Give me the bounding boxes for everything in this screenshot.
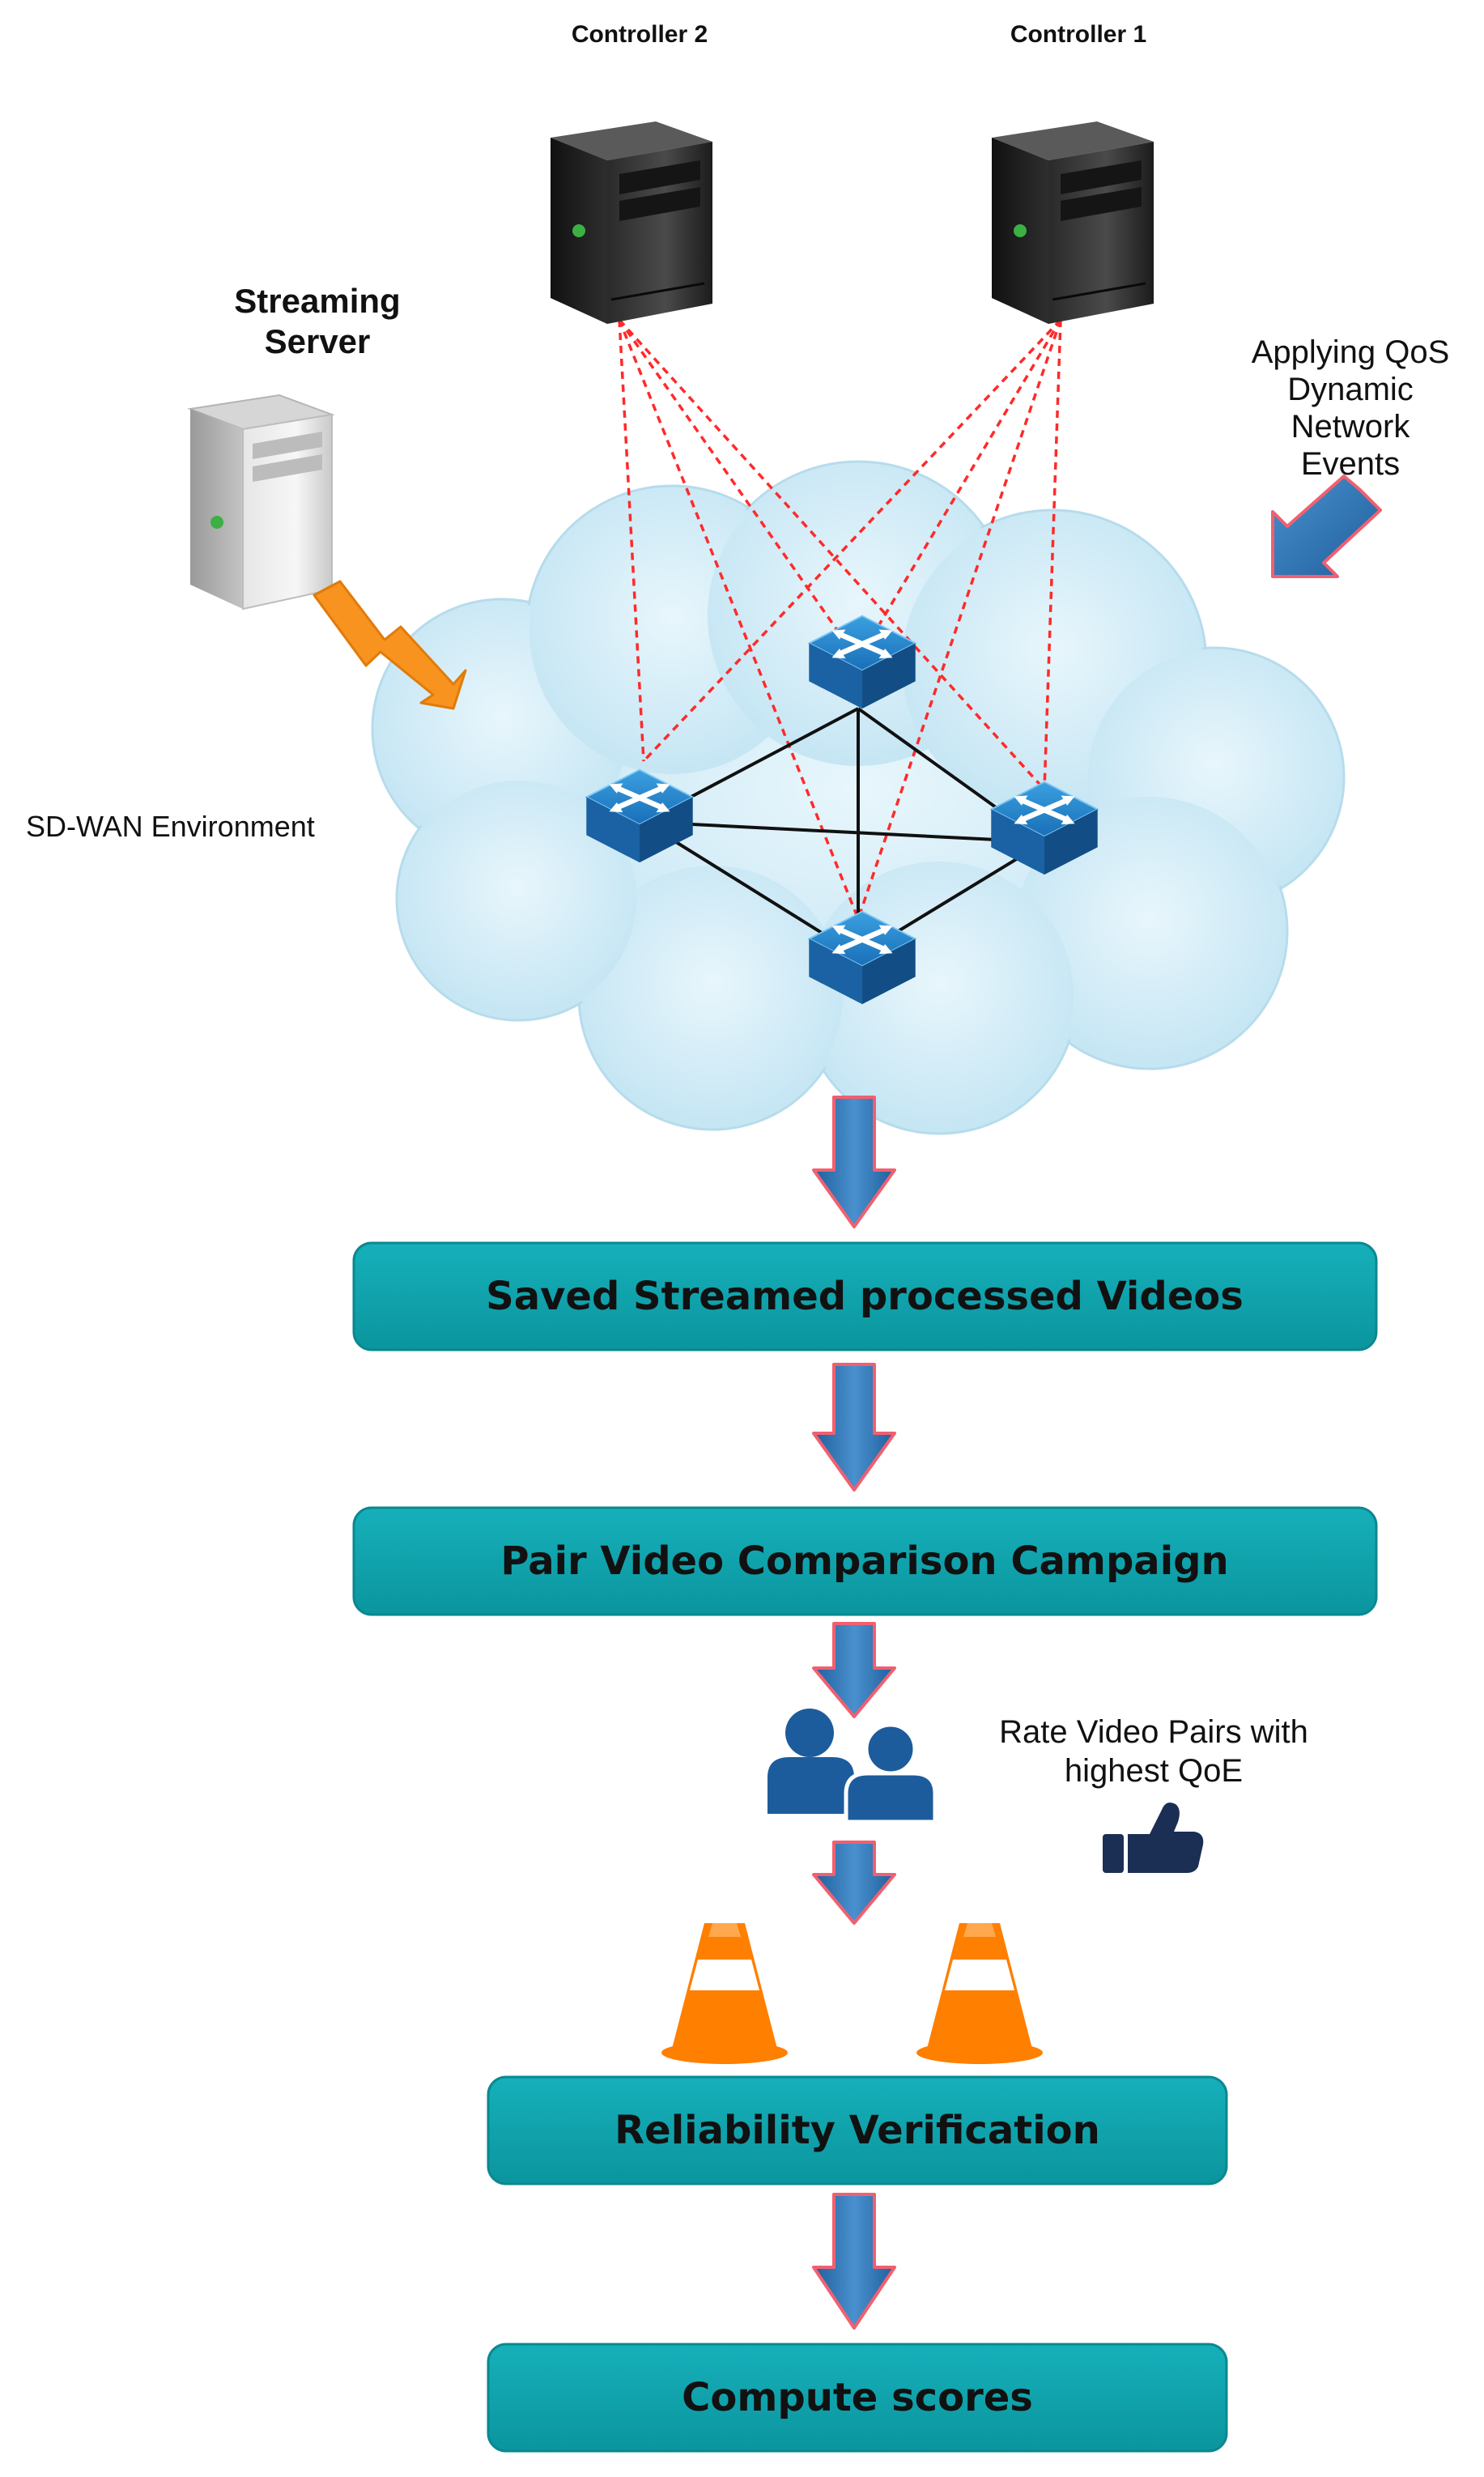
step-box-pair-comparison: Pair Video Comparison Campaign bbox=[352, 1506, 1378, 1616]
server-tower-light-icon-streaming-server bbox=[187, 394, 335, 611]
qos-arrow-icon bbox=[1271, 475, 1382, 578]
server-tower-dark-icon-controller-1 bbox=[992, 121, 1154, 324]
qos-label-line-1: Applying QoS bbox=[1252, 334, 1450, 370]
step-label: Compute scores bbox=[682, 2375, 1033, 2420]
step-label: Pair Video Comparison Campaign bbox=[500, 1539, 1228, 1584]
qos-label-line-4: Events bbox=[1301, 446, 1400, 482]
controller-2-label: Controller 2 bbox=[572, 21, 708, 48]
flow-arrow-icon-1 bbox=[812, 1096, 896, 1228]
qos-label-line-3: Network bbox=[1291, 409, 1411, 445]
step-label: Saved Streamed processed Videos bbox=[486, 1274, 1244, 1319]
step-box-saved-videos: Saved Streamed processed Videos bbox=[352, 1241, 1378, 1351]
flow-arrow-icon-2 bbox=[812, 1363, 896, 1492]
thumbs-up-icon bbox=[1103, 1802, 1204, 1873]
sdwan-cloud bbox=[371, 460, 1346, 1135]
users-group-icon bbox=[768, 1709, 938, 1824]
flow-arrow-icon-3 bbox=[812, 1622, 896, 1718]
traffic-cone-icon-left bbox=[661, 1923, 788, 2064]
rate-label-line-2: highest QoE bbox=[1065, 1753, 1243, 1789]
flow-arrow-icon-4 bbox=[812, 1841, 896, 1925]
step-box-reliability: Reliability Verification bbox=[487, 2075, 1228, 2185]
stream-bolt-icon bbox=[313, 580, 467, 710]
streaming-server-label-line-1: Streaming bbox=[234, 282, 400, 320]
qos-label-line-2: Dynamic bbox=[1287, 372, 1414, 407]
sdwan-environment-label: SD-WAN Environment bbox=[26, 810, 315, 843]
step-box-compute-scores: Compute scores bbox=[487, 2343, 1228, 2453]
flow-arrows bbox=[812, 1096, 896, 2330]
streaming-server-label-line-2: Server bbox=[265, 322, 371, 360]
traffic-cone-icon-right bbox=[916, 1923, 1043, 2064]
step-label: Reliability Verification bbox=[614, 2108, 1100, 2153]
flow-arrow-icon-5 bbox=[812, 2193, 896, 2330]
control-links bbox=[618, 318, 1062, 920]
rate-label-line-1: Rate Video Pairs with bbox=[999, 1714, 1308, 1750]
server-tower-dark-icon-controller-2 bbox=[551, 121, 712, 324]
controller-1-label: Controller 1 bbox=[1010, 21, 1146, 48]
